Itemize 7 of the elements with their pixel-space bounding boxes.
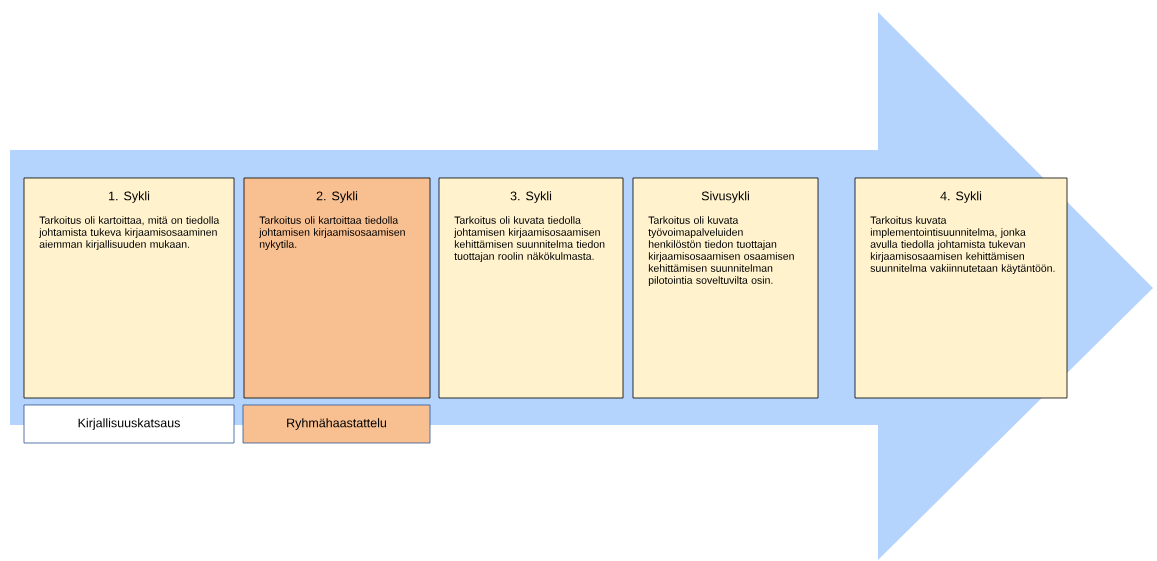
cycle-box: Sivusykli Tarkoitus oli kuvata työvoimapalveluiden henkilöstön tiedon tuottajan kirjaamisosaamisen osaamisen kehittämisen suunnitelman pilotointia soveltuvilta osin. bbox=[632, 177, 819, 399]
cycle-box: 1. Sykli Tarkoitus oli kartoittaa, mitä on tiedolla johtamista tukeva kirjaamisosaaminen aiemman kirjallisuuden mukaan. bbox=[23, 177, 235, 399]
method-box: Ryhmähaastattelu bbox=[242, 404, 431, 444]
method-box: Kirjallisuuskatsaus bbox=[23, 404, 235, 444]
cycle-box: 4. Sykli Tarkoitus kuvata implementointisuunnitelma, jonka avulla tiedolla johtamista tukevan kirjaamisosaamisen kehittämisen suunnitelma vakiinnutetaan käytäntöön. bbox=[854, 177, 1068, 399]
cycle-box: 2. Sykli Tarkoitus oli kartoittaa tiedolla johtamisen kirjaamisosaamisen nykytila. bbox=[243, 177, 431, 399]
cycle-box: 3. Sykli Tarkoitus oli kuvata tiedolla johtamisen kirjaamisosaamisen kehittämisen suunnitelma tiedon tuottajan roolin näkökulmasta. bbox=[438, 177, 624, 399]
